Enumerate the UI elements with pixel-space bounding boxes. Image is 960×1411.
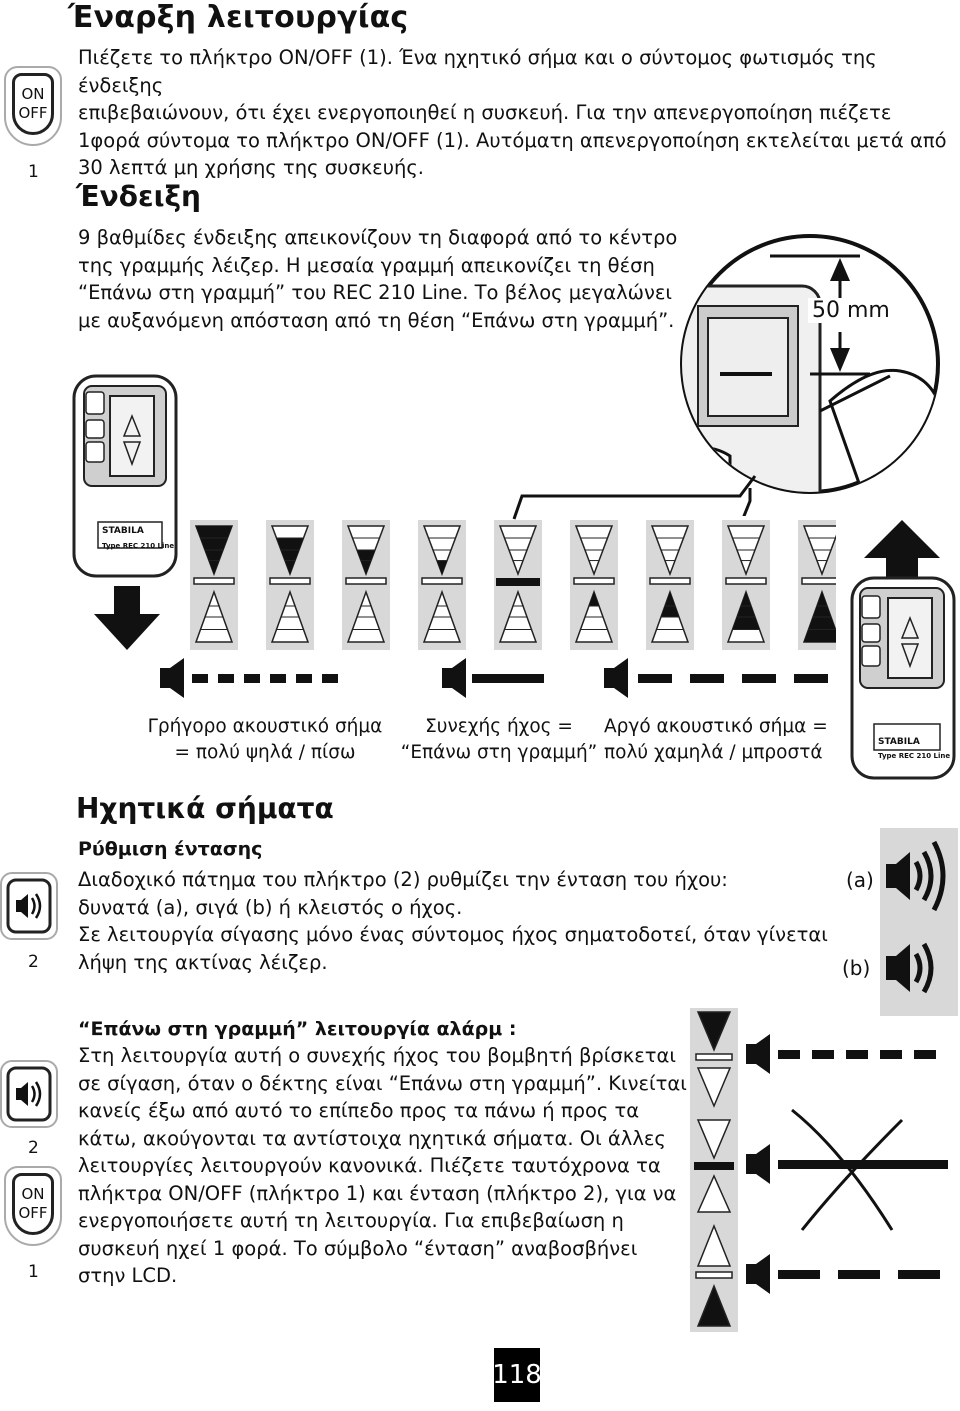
- sound-line-4: λήψη της ακτίνας λέιζερ.: [78, 950, 328, 974]
- alarm-continuous-crossed-icon: [746, 1108, 948, 1231]
- volume-loud-icon: [886, 840, 946, 912]
- device-brand-right: STABILA: [878, 737, 920, 747]
- display-line-2: της γραμμής λέιζερ. Η μεσαία γραμμή απει…: [78, 253, 655, 277]
- alarm-line-8: συσκευή ηχεί 1 φορά. Το σύμβολο “ένταση”…: [78, 1236, 638, 1260]
- section-title-start: Έναρξη λειτουργίας: [68, 0, 409, 35]
- label-b: (b): [842, 956, 871, 980]
- alarm-line-3: κανείς έξω από αυτό το επίπεδο προς τα π…: [78, 1099, 640, 1122]
- sound-line-1: Διαδοχικό πάτημα του πλήκτρο (2) ρυθμίζε…: [78, 868, 728, 891]
- display-line-4: με αυξανόμενη απόσταση από τη θέση “Επάν…: [78, 308, 675, 332]
- key-on-label: ON: [21, 85, 45, 103]
- alarm-line-9: στην LCD.: [78, 1264, 178, 1287]
- alarm-line-5: λειτουργίες λειτουργούν κανονικά. Πιέζετ…: [78, 1154, 661, 1177]
- alarm-line-1: Στη λειτουργία αυτή ο συνεχής ήχος του β…: [78, 1044, 676, 1067]
- caption-fast-1: Γρήγορο ακουστικό σήμα: [147, 716, 383, 737]
- indicator-column-7: [646, 520, 694, 650]
- receiver-device-right: [850, 576, 956, 780]
- indicator-column-3: [342, 520, 390, 650]
- caption-cont-1: Συνεχής ήχος =: [425, 716, 573, 737]
- device-model-right: Type REC 210 Line: [878, 752, 951, 760]
- caption-slow-2: πολύ χαμηλά / μπροστά: [604, 742, 823, 763]
- distance-label: 50 mm: [808, 298, 894, 323]
- caption-slow-1: Αργό ακουστικό σήμα =: [604, 716, 828, 737]
- down-arrow-icon: [94, 586, 160, 650]
- slow-signal-icon: [604, 658, 828, 698]
- alarm-signals: [746, 1034, 948, 1294]
- start-line-4: 30 λεπτά μη χρήσης της συσκευής.: [78, 156, 425, 179]
- alarm-volume-key-frame: [0, 1060, 58, 1128]
- page-number: 118: [492, 1348, 542, 1402]
- indicator-column-1: [190, 520, 238, 650]
- caption-cont-2: “Επάνω στη γραμμή”: [400, 742, 598, 763]
- alarm-line-6: πλήκτρα ON/OFF (πλήκτρο 1) και ένταση (π…: [78, 1181, 677, 1205]
- caption-slow: Αργό ακουστικό σήμα = πολύ χαμηλά / μπρο…: [604, 714, 840, 766]
- volume-soft-icon: [886, 942, 934, 994]
- start-line-2: επιβεβαιώνουν, ότι έχει ενεργοποιηθεί η …: [78, 101, 892, 124]
- label-a: (a): [846, 868, 874, 892]
- alarm-slow-signal-icon: [746, 1254, 940, 1294]
- alarm-line-7: ενεργοποιήσετε αυτή τη λειτουργία. Για ε…: [78, 1209, 624, 1232]
- sound-line-2: δυνατά (a), σιγά (b) ή κλειστός ο ήχος.: [78, 895, 463, 919]
- alarm-line-2: σε σίγαση, όταν ο δέκτης είναι “Επάνω στ…: [78, 1071, 687, 1095]
- alarm-indicator-column: [694, 1011, 734, 1327]
- alarm-volume-key-icon: [6, 1066, 52, 1122]
- alarm-onoff-key-frame: [4, 1166, 62, 1246]
- indicator-column-9: [798, 520, 846, 650]
- alarm-fast-signal-icon: [746, 1034, 936, 1074]
- pointer-line: [512, 475, 757, 520]
- indicator-row-svg: [190, 520, 846, 650]
- sound-paragraph: Διαδοχικό πάτημα του πλήκτρο (2) ρυθμίζε…: [78, 866, 838, 976]
- alarm-key-number-1: 1: [28, 1262, 39, 1282]
- caption-fast: Γρήγορο ακουστικό σήμα = πολύ ψηλά / πίσ…: [140, 714, 390, 766]
- alarm-key-on-label: ON: [21, 1185, 45, 1203]
- volume-key-icon: [6, 878, 52, 934]
- fast-signal-icon: [160, 658, 338, 698]
- start-line-1: Πιέζετε το πλήκτρο ON/OFF (1). Ένα ηχητι…: [78, 46, 877, 97]
- alarm-key-off-label: OFF: [18, 1204, 48, 1222]
- receiver-device-left: [72, 374, 178, 578]
- volume-key-frame: [0, 872, 58, 940]
- display-paragraph: 9 βαθμίδες ένδειξης απεικονίζουν τη διαφ…: [78, 224, 698, 334]
- section-title-sound: Ηχητικά σήματα: [76, 792, 334, 825]
- sound-line-3: Σε λειτουργία σίγασης μόνο ένας σύντομος…: [78, 923, 828, 946]
- display-line-3: “Επάνω στη γραμμή” του REC 210 Line. Το …: [78, 281, 673, 304]
- caption-continuous: Συνεχής ήχος = “Επάνω στη γραμμή”: [394, 714, 604, 766]
- onoff-key-frame: [4, 66, 62, 146]
- device-model-left: Type REC 210 Line: [102, 542, 175, 550]
- device-brand-left: STABILA: [102, 526, 144, 536]
- start-paragraph: Πιέζετε το πλήκτρο ON/OFF (1). Ένα ηχητι…: [78, 44, 948, 182]
- subtitle-volume: Ρύθμιση έντασης: [78, 838, 263, 860]
- key-number-2: 2: [28, 952, 39, 972]
- alarm-key-number-2: 2: [28, 1138, 39, 1158]
- sound-signals-row: [160, 658, 828, 698]
- indicator-column-4: [418, 520, 466, 650]
- alarm-paragraph: Στη λειτουργία αυτή ο συνεχής ήχος του β…: [78, 1042, 688, 1290]
- indicator-column-2: [266, 520, 314, 650]
- volume-panel: [880, 828, 958, 1016]
- indicator-row: [186, 520, 846, 650]
- continuous-signal-icon: [442, 658, 544, 698]
- section-title-alarm: “Επάνω στη γραμμή” λειτουργία αλάρμ :: [78, 1018, 517, 1040]
- indicator-column-8: [722, 520, 770, 650]
- key-off-label: OFF: [18, 104, 48, 122]
- onoff-key-icon: ON OFF: [12, 73, 54, 135]
- alarm-line-4: κάτω, ακούγονται τα αντίστοιχα ηχητικά σ…: [78, 1126, 666, 1150]
- key-number-1: 1: [28, 162, 39, 182]
- alarm-onoff-key-icon: ON OFF: [12, 1173, 54, 1235]
- zoom-circle-illustration: [680, 234, 940, 516]
- caption-fast-2: = πολύ ψηλά / πίσω: [174, 742, 356, 763]
- indicator-column-6: [570, 520, 618, 650]
- section-title-display: Ένδειξη: [76, 180, 201, 213]
- start-line-3: 1φορά σύντομα το πλήκτρο ON/OFF (1). Αυτ…: [78, 128, 947, 152]
- display-line-1: 9 βαθμίδες ένδειξης απεικονίζουν τη διαφ…: [78, 226, 678, 249]
- indicator-column-5: [494, 520, 542, 650]
